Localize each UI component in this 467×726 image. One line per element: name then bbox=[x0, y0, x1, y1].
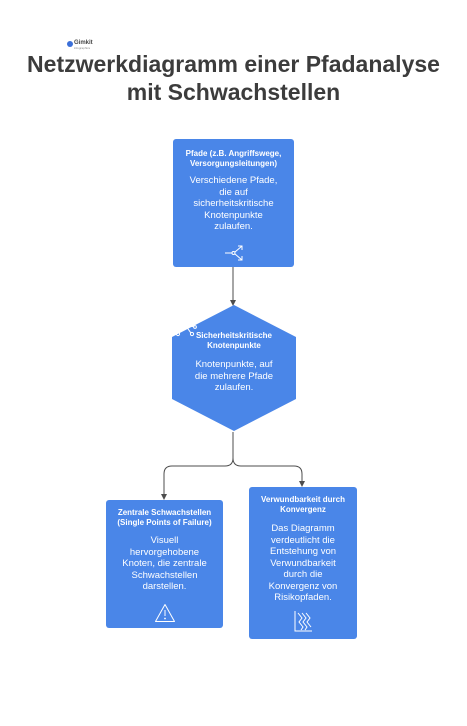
network-hub-icon bbox=[173, 313, 197, 337]
node-heading: Pfade (z.B. Angriffswege, Versorgungslei… bbox=[185, 149, 282, 168]
node-text: Das Diagramm verdeutlicht die Entstehung… bbox=[268, 523, 338, 603]
title-line-1: Netzwerkdiagramm einer Pfadanalyse bbox=[27, 51, 440, 77]
warning-triangle-icon bbox=[154, 603, 175, 622]
node-critical-junctions: Sicherheitskritische Knotenpunkte Knoten… bbox=[172, 305, 296, 431]
logo-text: Gimkit bbox=[74, 40, 93, 46]
node-heading: Zentrale Schwachstellen (Single Points o… bbox=[117, 508, 212, 527]
node-single-points-of-failure: Zentrale Schwachstellen (Single Points o… bbox=[106, 500, 223, 628]
connector-to-vulnerability bbox=[232, 457, 305, 487]
logo-mark bbox=[67, 41, 73, 47]
share-arrows-icon bbox=[224, 245, 242, 260]
node-heading: Verwundbarkeit durch Konvergenz bbox=[260, 495, 346, 514]
converging-lines-icon bbox=[294, 610, 312, 631]
node-text: Verschiedene Pfade, die auf sicherheitsk… bbox=[189, 175, 278, 232]
node-paths: Pfade (z.B. Angriffswege, Versorgungslei… bbox=[173, 139, 294, 267]
connector-to-weak-points bbox=[161, 432, 234, 500]
title-line-2: mit Schwachstellen bbox=[126, 79, 341, 105]
node-heading: Sicherheitskritische Knotenpunkte bbox=[195, 331, 273, 350]
node-text: Visuell hervorgehobene Knoten, die zentr… bbox=[122, 535, 207, 592]
logo-subtext: infographics bbox=[74, 46, 91, 50]
hexagon-shape bbox=[172, 305, 296, 431]
node-text: Knotenpunkte, auf die mehrere Pfade zula… bbox=[194, 359, 274, 393]
page-title: Netzwerkdiagramm einer Pfadanalyse mit S… bbox=[20, 50, 447, 106]
brand-logo: Gimkit infographics bbox=[67, 40, 97, 50]
node-vulnerability-convergence: Verwundbarkeit durch Konvergenz Das Diag… bbox=[249, 487, 357, 639]
